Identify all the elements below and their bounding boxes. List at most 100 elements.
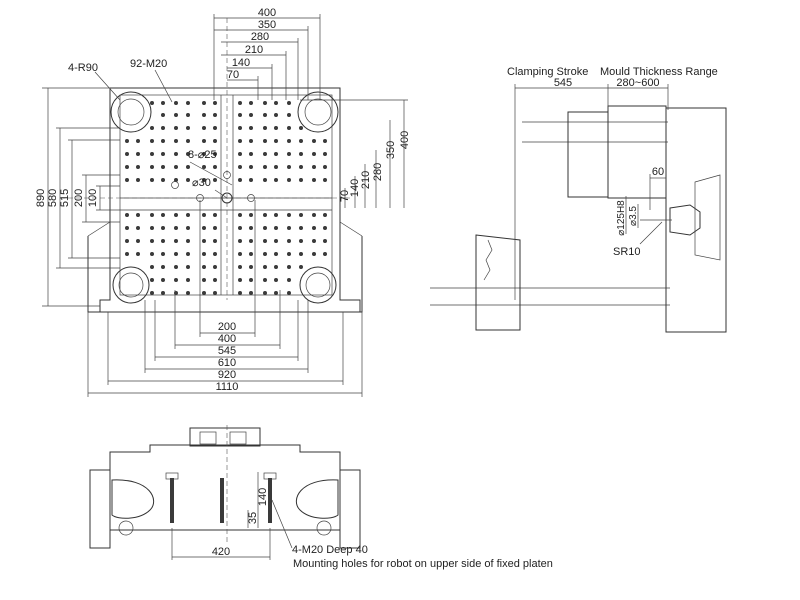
m20-hole (186, 213, 190, 217)
dim-bottom-920: 920 (218, 369, 236, 381)
m20-hole (161, 226, 165, 230)
m20-hole (202, 101, 206, 105)
m20-hole (136, 139, 140, 143)
m20-hole (312, 178, 316, 182)
pin-hole (247, 194, 255, 202)
dim-top-view-420: 420 (212, 546, 230, 558)
m20-hole (125, 213, 129, 217)
m20-hole (238, 265, 242, 269)
dim-sphere-radius: SR10 (613, 246, 641, 258)
dim-top-210: 210 (245, 44, 263, 56)
m20-hole (136, 152, 140, 156)
side-view: Clamping Stroke Mould Thickness Range 54… (430, 66, 727, 333)
m20-hole (323, 178, 327, 182)
m20-hole (323, 252, 327, 256)
m20-hole (299, 252, 303, 256)
m20-hole (238, 101, 242, 105)
dim-top-350: 350 (258, 19, 276, 31)
m20-hole (125, 226, 129, 230)
m20-hole (312, 139, 316, 143)
robot-mount-hole (268, 478, 272, 523)
dim-top-70: 70 (227, 69, 239, 81)
dim-bottom-545: 545 (218, 345, 236, 357)
dim-bottom-400: 400 (218, 333, 236, 345)
m20-hole (263, 113, 267, 117)
m20-hole (238, 278, 242, 282)
m20-hole (238, 213, 242, 217)
m20-hole (150, 139, 154, 143)
m20-hole (274, 139, 278, 143)
m20-hole (161, 265, 165, 269)
m20-hole (174, 126, 178, 130)
m20-hole (202, 165, 206, 169)
robot-mount-hole (220, 478, 224, 523)
dim-bottom-1110: 1110 (216, 381, 239, 393)
m20-hole (238, 252, 242, 256)
m20-hole (174, 291, 178, 295)
m20-hole (202, 239, 206, 243)
dim-top-view-35: 35 (247, 512, 259, 524)
m20-hole (312, 213, 316, 217)
dim-top-view-140: 140 (257, 488, 269, 506)
m20-hole (202, 252, 206, 256)
label-clamping-stroke: Clamping Stroke (507, 66, 588, 78)
m20-hole (213, 239, 217, 243)
m20-hole (136, 226, 140, 230)
m20-hole (249, 278, 253, 282)
m20-hole (263, 126, 267, 130)
m20-hole (150, 278, 154, 282)
m20-hole (150, 152, 154, 156)
m20-hole (323, 139, 327, 143)
m20-hole (263, 291, 267, 295)
m20-hole (150, 101, 154, 105)
m20-hole (174, 113, 178, 117)
m20-hole (263, 165, 267, 169)
m20-hole (186, 152, 190, 156)
m20-hole (249, 178, 253, 182)
caption-robot-holes: Mounting holes for robot on upper side o… (293, 558, 553, 570)
m20-hole (287, 178, 291, 182)
m20-hole (263, 139, 267, 143)
value-clamping-stroke: 545 (554, 77, 572, 89)
m20-hole (323, 239, 327, 243)
m20-hole (213, 178, 217, 182)
m20-hole (323, 165, 327, 169)
m20-hole (274, 152, 278, 156)
m20-hole (161, 113, 165, 117)
m20-hole (125, 152, 129, 156)
m20-hole (299, 139, 303, 143)
m20-hole (238, 113, 242, 117)
m20-hole (287, 278, 291, 282)
dim-right-350: 350 (385, 141, 397, 159)
center-hole (221, 192, 233, 204)
m20-hole (150, 239, 154, 243)
m20-hole (249, 239, 253, 243)
m20-hole (287, 252, 291, 256)
m20-hole (150, 226, 154, 230)
m20-hole (287, 126, 291, 130)
top-view: 420 140 35 4-M20 Deep 40 Mounting holes … (89, 425, 553, 570)
dim-right-140: 140 (349, 179, 361, 197)
m20-hole (213, 165, 217, 169)
m20-hole (299, 265, 303, 269)
m20-hole (249, 139, 253, 143)
m20-hole (136, 239, 140, 243)
dim-nozzle-hole: ⌀3.5 (628, 206, 639, 226)
m20-hole (174, 239, 178, 243)
m20-hole (150, 165, 154, 169)
m20-hole (202, 126, 206, 130)
m20-hole (161, 178, 165, 182)
m20-hole (249, 252, 253, 256)
m20-hole (249, 126, 253, 130)
m20-hole (202, 291, 206, 295)
m20-hole (287, 101, 291, 105)
label-robot-holes: 4-M20 Deep 40 (292, 544, 368, 556)
m20-hole (238, 139, 242, 143)
tie-bar-top-left (110, 91, 152, 133)
m20-hole (249, 165, 253, 169)
m20-hole (136, 213, 140, 217)
m20-hole (186, 252, 190, 256)
m20-hole (202, 278, 206, 282)
m20-hole (312, 239, 316, 243)
